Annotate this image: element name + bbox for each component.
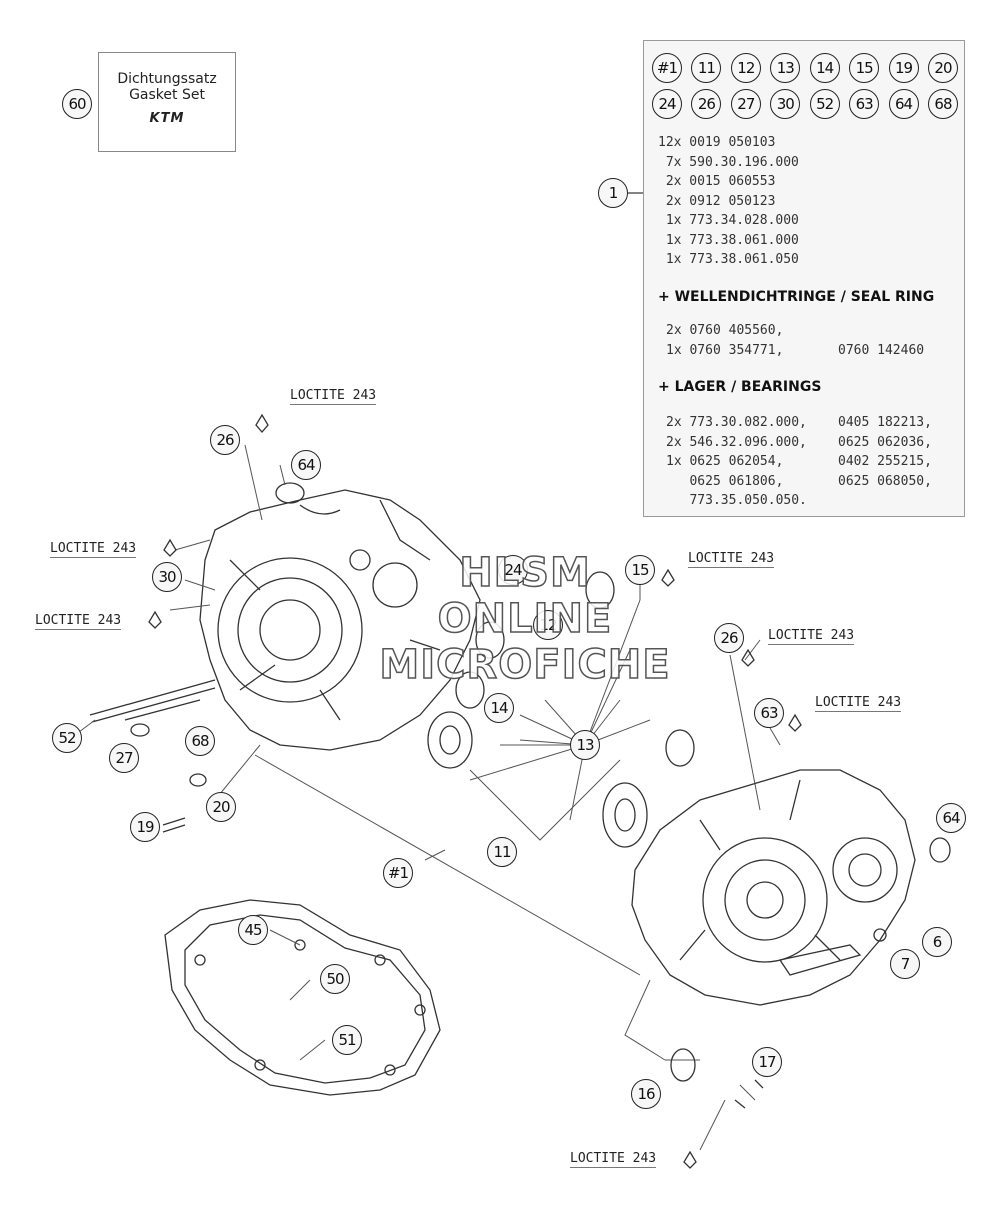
kit-screw-list: 12x 0019 050103 7x 590.30.196.000 2x 001… [658, 133, 799, 270]
loctite-label: LOCTITE 243 [50, 541, 137, 558]
kit-callouts-row-1: #1 11 12 13 14 15 19 20 [652, 53, 958, 83]
callout-hash-1[interactable]: #1 [383, 858, 413, 888]
watermark: HLSM ONLINE MICROFICHE [379, 549, 671, 689]
callout-19[interactable]: 19 [130, 812, 160, 842]
callout-26[interactable]: 26 [210, 425, 240, 455]
kit-callout[interactable]: 63 [849, 89, 880, 119]
callout-52[interactable]: 52 [52, 723, 82, 753]
callout-gasket-set[interactable]: 60 [62, 89, 92, 119]
kit-callouts-row-2: 24 26 27 30 52 63 64 68 [652, 89, 958, 119]
kit-screw-item: 1x 773.38.061.000 [658, 232, 799, 248]
kit-screw-item: 2x 0015 060553 [658, 174, 776, 189]
kit-callout[interactable]: 52 [809, 89, 840, 119]
kit-screw-item: 1x 773.38.061.050 [658, 252, 799, 267]
callout-11[interactable]: 11 [487, 837, 517, 867]
kit-callout[interactable]: #1 [652, 53, 682, 83]
kit-callout[interactable]: 13 [770, 53, 801, 83]
crankcase-gasket [164, 899, 441, 1096]
kit-callout[interactable]: 12 [730, 53, 761, 83]
callout-kit[interactable]: 1 [598, 178, 628, 208]
kit-callout[interactable]: 19 [888, 53, 919, 83]
bearing-row: 1x 0625 062054,0402 255215, [666, 454, 932, 469]
gasket-set-label-box: Dichtungssatz Gasket Set KTM [98, 52, 236, 152]
callout-63[interactable]: 63 [754, 698, 784, 728]
callout-26-right[interactable]: 26 [714, 623, 744, 653]
ktm-logo: KTM [149, 111, 185, 126]
bearing-row: 0625 061806,0625 068050, [666, 473, 932, 489]
loctite-label: LOCTITE 243 [815, 695, 902, 712]
right-crankcase-outline [631, 769, 916, 1006]
seal-ring-list: 2x 0760 405560, 1x 0760 354771,0760 1424… [666, 321, 924, 360]
loctite-label: LOCTITE 243 [290, 388, 377, 405]
kit-callout[interactable]: 11 [691, 53, 722, 83]
kit-callout[interactable]: 64 [888, 89, 919, 119]
kit-callout[interactable]: 20 [927, 53, 958, 83]
loctite-label: LOCTITE 243 [570, 1151, 657, 1168]
callout-20[interactable]: 20 [206, 792, 236, 822]
callout-16[interactable]: 16 [631, 1079, 661, 1109]
seal-ring-row: 1x 0760 354771,0760 142460 [666, 342, 925, 358]
loctite-label: LOCTITE 243 [35, 613, 122, 630]
bearings-heading: + LAGER / BEARINGS [658, 379, 822, 395]
callout-51[interactable]: 51 [332, 1025, 362, 1055]
callout-24[interactable]: 24 [498, 555, 528, 585]
kit-callout[interactable]: 30 [770, 89, 801, 119]
loctite-label: LOCTITE 243 [768, 628, 855, 645]
callout-7[interactable]: 7 [890, 949, 920, 979]
callout-15[interactable]: 15 [625, 555, 655, 585]
kit-callout[interactable]: 14 [809, 53, 840, 83]
callout-6[interactable]: 6 [922, 927, 952, 957]
left-crankcase-outline [199, 489, 481, 751]
bearing-right [602, 782, 648, 848]
bearing-left-1 [427, 711, 473, 769]
kit-callout[interactable]: 15 [849, 53, 880, 83]
kit-screw-item: 12x 0019 050103 [658, 135, 776, 150]
callout-45[interactable]: 45 [238, 915, 268, 945]
callout-12[interactable]: 12 [533, 610, 563, 640]
kit-screw-item: 2x 0912 050123 [658, 193, 776, 209]
callout-17[interactable]: 17 [752, 1047, 782, 1077]
loctite-label: LOCTITE 243 [688, 551, 775, 568]
callout-68[interactable]: 68 [185, 726, 215, 756]
leader-lines [74, 444, 781, 1151]
kit-screw-item: 7x 590.30.196.000 [658, 154, 799, 170]
right-crank-bore [702, 837, 828, 963]
bearing-left-2 [455, 671, 485, 709]
bearing-row: 2x 546.32.096.000,0625 062036, [666, 434, 932, 450]
gasket-set-title-de: Dichtungssatz [117, 71, 217, 87]
kit-contents-box: #1 11 12 13 14 15 19 20 24 26 27 30 52 6… [643, 40, 965, 517]
bearing-row: 773.35.050.050. [666, 493, 807, 508]
gasket-set-title-en: Gasket Set [129, 87, 205, 103]
callout-14[interactable]: 14 [484, 693, 514, 723]
callout-13[interactable]: 13 [570, 730, 600, 760]
bearings-list: 2x 773.30.082.000,0405 182213, 2x 546.32… [666, 413, 932, 511]
kit-callout[interactable]: 24 [652, 89, 682, 119]
kit-callout[interactable]: 68 [927, 89, 958, 119]
left-crank-bore [217, 557, 363, 703]
callout-30[interactable]: 30 [152, 562, 182, 592]
callout-64[interactable]: 64 [291, 450, 321, 480]
callout-27[interactable]: 27 [109, 743, 139, 773]
seal-ring-heading: + WELLENDICHTRINGE / SEAL RING [658, 289, 935, 305]
kit-callout[interactable]: 27 [730, 89, 761, 119]
kit-screw-item: 1x 773.34.028.000 [658, 213, 799, 228]
callout-50[interactable]: 50 [320, 964, 350, 994]
kit-callout[interactable]: 26 [691, 89, 722, 119]
bearing-row: 2x 773.30.082.000,0405 182213, [666, 415, 932, 430]
callout-64-right[interactable]: 64 [936, 803, 966, 833]
seal-ring-row: 2x 0760 405560, [666, 323, 784, 338]
